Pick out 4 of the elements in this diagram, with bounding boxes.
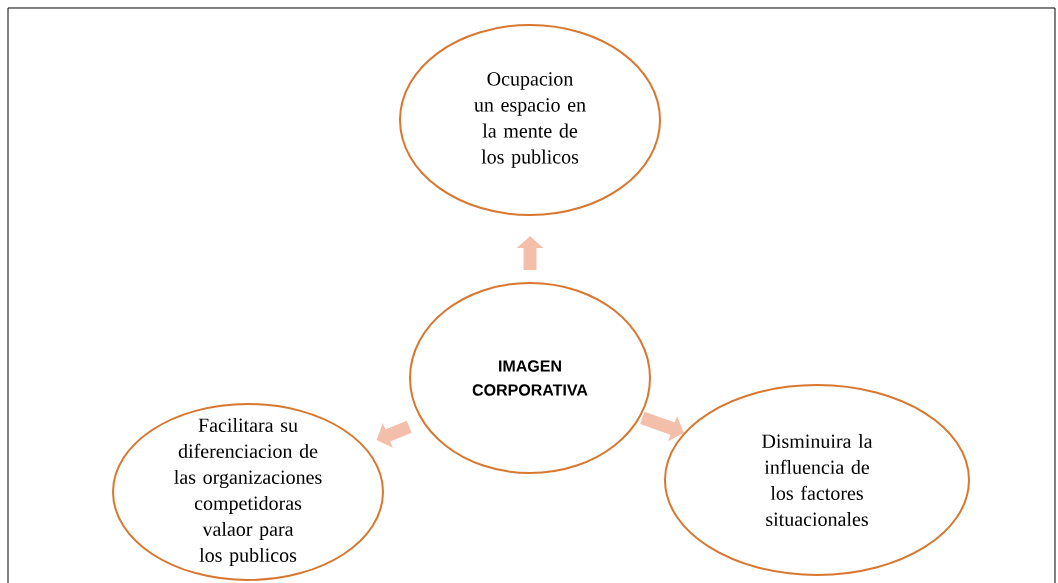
ellipse-node: Disminuira la influencia de los factores situacionales [664,384,970,576]
ellipse-node: IMAGEN CORPORATIVA [409,282,651,474]
ellipse-node: Ocupacion un espacio en la mente de los publicos [399,24,661,216]
ellipse-node: Facilitara su diferenciacion de las organizaciones competidoras valaor para los publicos [112,403,384,581]
